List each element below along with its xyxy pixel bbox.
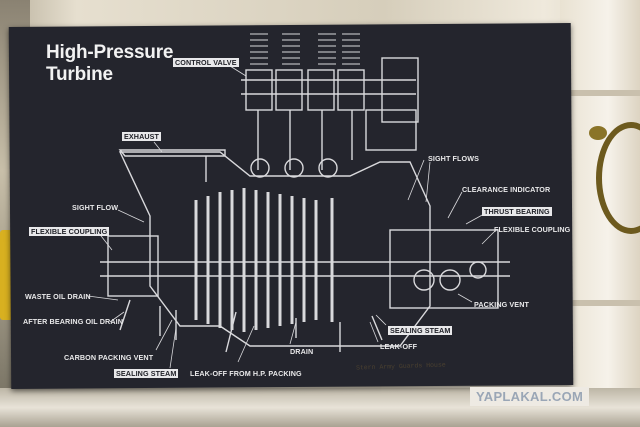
label-waste-oil-drain: WASTE OIL DRAIN bbox=[25, 292, 91, 301]
label-sight-flow: SIGHT FLOW bbox=[72, 203, 119, 212]
pipe-band bbox=[560, 300, 640, 306]
label-sealing-steam-right: SEALING STEAM bbox=[388, 326, 453, 335]
label-control-valve: CONTROL VALVE bbox=[173, 58, 239, 67]
label-after-bearing-oil-drain: AFTER BEARING OIL DRAIN bbox=[23, 317, 123, 326]
watermark: YAPLAKAL.COM bbox=[470, 387, 590, 406]
label-exhaust: EXHAUST bbox=[122, 132, 162, 141]
placard-title: High-Pressure Turbine bbox=[46, 42, 173, 86]
label-sealing-steam-left: SEALING STEAM bbox=[114, 369, 179, 378]
label-drain: DRAIN bbox=[290, 347, 314, 356]
pipe-band bbox=[560, 90, 640, 96]
label-flexible-coupling-right: FLEXIBLE COUPLING bbox=[494, 225, 571, 234]
title-line-1: High-Pressure bbox=[46, 42, 174, 63]
label-packing-vent: PACKING VENT bbox=[474, 300, 529, 309]
label-clearance-indicator: CLEARANCE INDICATOR bbox=[462, 185, 551, 194]
label-leak-off: LEAK-OFF bbox=[380, 342, 418, 351]
label-thrust-bearing: THRUST BEARING bbox=[482, 207, 552, 216]
label-sight-flows: SIGHT FLOWS bbox=[428, 154, 480, 163]
label-flexible-coupling-left: FLEXIBLE COUPLING bbox=[29, 227, 110, 236]
label-carbon-packing-vent: CARBON PACKING VENT bbox=[64, 353, 154, 362]
title-line-2: Turbine bbox=[46, 64, 113, 85]
valve-handwheel-hub bbox=[589, 126, 607, 140]
label-leak-off-hp-packing: LEAK-OFF FROM H.P. PACKING bbox=[190, 369, 302, 378]
